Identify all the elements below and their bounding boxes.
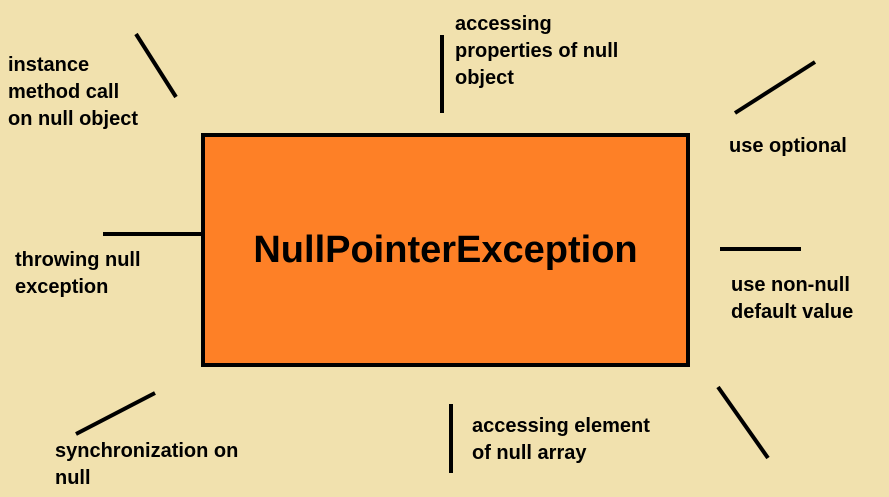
label-line: on null object	[8, 108, 138, 130]
label-use-optional: use optional	[729, 133, 847, 160]
label-accessing-properties: accessing properties of null object	[455, 11, 618, 92]
label-line: of null array	[472, 442, 587, 464]
connector-bottom-right	[716, 385, 770, 460]
label-accessing-element-null-array: accessing element of null array	[472, 413, 650, 467]
null-pointer-exception-box: NullPointerException	[201, 133, 690, 367]
label-line: accessing	[455, 13, 552, 35]
connector-use-optional	[733, 60, 817, 115]
label-line: method call	[8, 81, 120, 103]
center-title: NullPointerException	[253, 228, 638, 271]
label-line: properties of null	[455, 40, 619, 62]
label-line: object	[455, 67, 514, 89]
label-line: throwing null	[15, 249, 141, 271]
label-use-non-null-default: use non-null default value	[731, 272, 853, 326]
label-line: synchronization on	[55, 440, 239, 462]
label-line: use optional	[729, 135, 847, 157]
label-instance-method-call: instance method call on null object	[8, 52, 138, 133]
label-line: default value	[731, 301, 854, 323]
label-line: accessing element	[472, 415, 650, 437]
label-synchronization-on-null: synchronization on null	[55, 438, 238, 492]
label-line: use non-null	[731, 274, 850, 296]
connector-instance-method	[134, 32, 178, 99]
label-throwing-null-exception: throwing null exception	[15, 247, 141, 301]
connector-synchronization	[75, 391, 156, 436]
label-line: null	[55, 467, 91, 489]
label-line: exception	[15, 276, 109, 298]
label-line: instance	[8, 54, 90, 76]
